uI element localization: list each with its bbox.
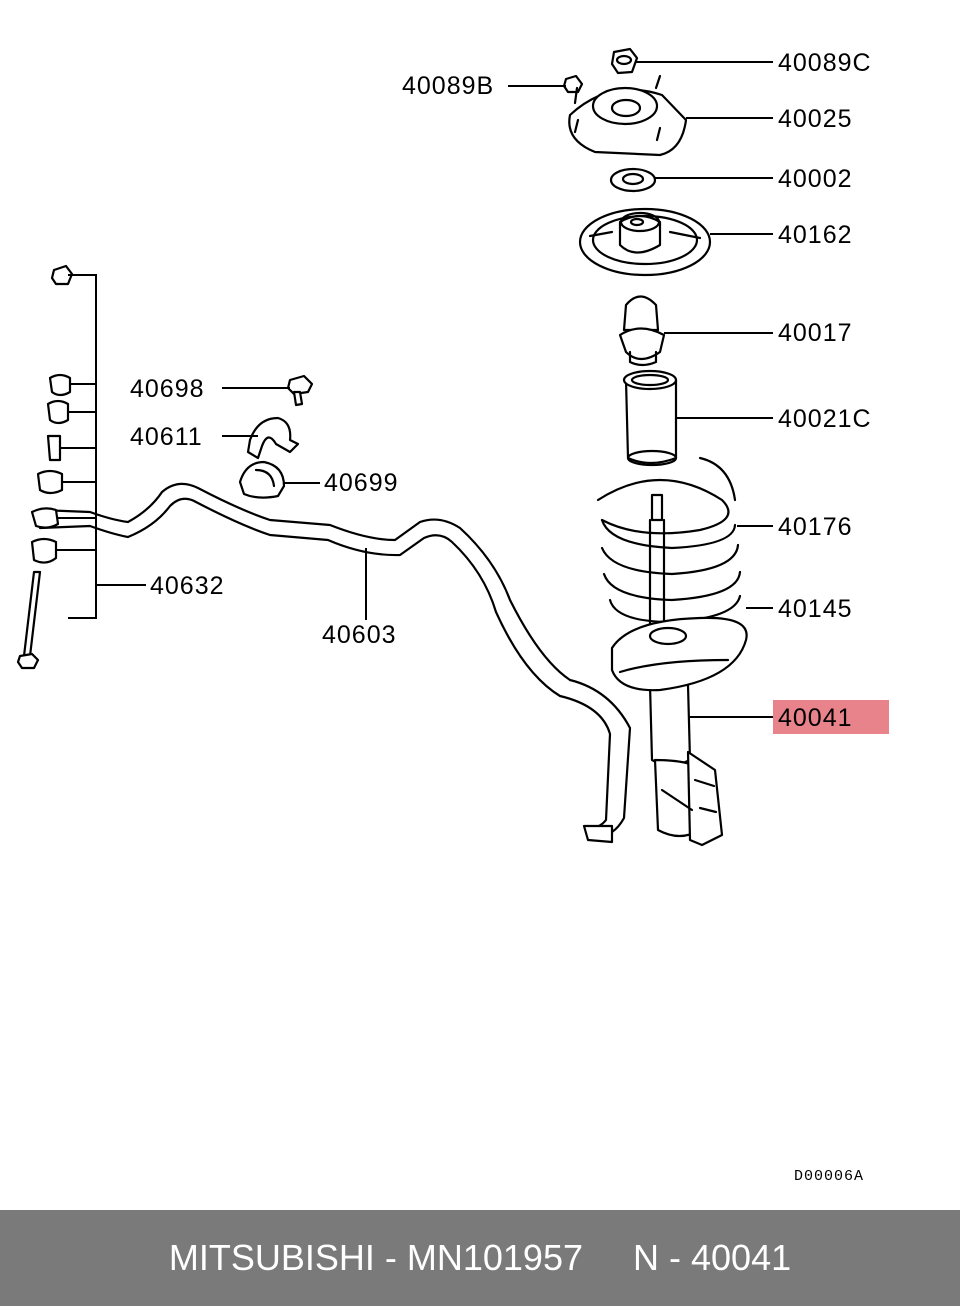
part-40041-strut <box>648 493 724 847</box>
part-40176-coil-spring <box>596 456 742 624</box>
part-40611-bracket <box>246 416 300 460</box>
footer-part-info: MITSUBISHI - MN101957 N - 40041 <box>168 1237 792 1278</box>
footer-bar: MITSUBISHI - MN101957 N - 40041 <box>0 1210 960 1306</box>
callout-40017: 40017 <box>778 319 853 347</box>
callout-40002: 40002 <box>778 165 853 193</box>
part-40603-stabilizer-bar <box>38 482 632 844</box>
callout-40698: 40698 <box>130 375 205 403</box>
part-40698-bolt <box>286 374 314 407</box>
callout-40603: 40603 <box>322 621 397 649</box>
parts-diagram: 40089C 40089B 40025 40002 40162 40017 40… <box>16 47 889 1185</box>
part-40162-spring-seat <box>578 207 712 277</box>
callout-40611: 40611 <box>130 423 203 451</box>
part-40017-bump-stop <box>618 295 666 367</box>
callout-40176: 40176 <box>778 513 853 541</box>
highlight-box <box>773 700 889 734</box>
callout-40162: 40162 <box>778 221 853 249</box>
part-40699-bushing <box>238 460 286 499</box>
callout-40089B: 40089B <box>402 72 494 100</box>
part-40002-bearing <box>609 167 657 193</box>
callout-40699: 40699 <box>324 469 399 497</box>
callout-40021C: 40021C <box>778 405 872 433</box>
callout-40025: 40025 <box>778 105 853 133</box>
part-40025-strut-mount <box>568 74 688 157</box>
part-40089B-nut <box>562 74 584 94</box>
part-40632-link-kit <box>16 264 146 670</box>
callout-40089C: 40089C <box>778 49 872 77</box>
callout-40632: 40632 <box>150 572 225 600</box>
callout-40041: 40041 <box>778 704 853 732</box>
part-40145-lower-seat <box>610 616 748 692</box>
drawing-code: D00006A <box>794 1168 864 1185</box>
callout-40145: 40145 <box>778 595 853 623</box>
part-40021C-dust-boot <box>622 369 678 467</box>
part-40089C-nut <box>610 47 639 75</box>
